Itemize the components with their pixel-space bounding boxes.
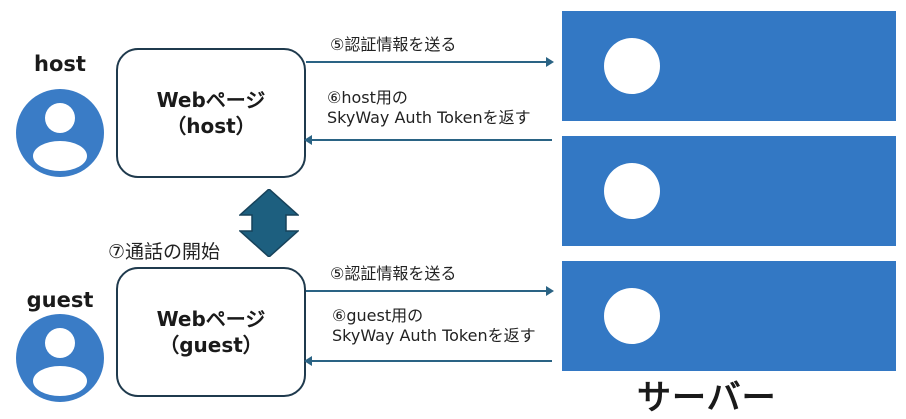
host-label: host	[34, 52, 86, 76]
guest-avatar-icon	[16, 314, 104, 402]
host-return-line1: ⑥host用の	[327, 88, 408, 107]
avatar-body	[33, 366, 87, 396]
server-unit-1	[562, 11, 896, 121]
server-unit-2	[562, 136, 896, 246]
host-return-line2: SkyWay Auth Tokenを返す	[327, 108, 531, 127]
guest-send-arrow	[306, 286, 554, 296]
server-led-icon	[604, 38, 660, 94]
guest-webpage-box: Webページ （guest）	[116, 267, 306, 397]
guest-return-line1: ⑥guest用の	[332, 306, 424, 325]
guest-return-arrow	[304, 356, 552, 366]
host-webpage-box: Webページ （host）	[116, 48, 306, 178]
guest-label: guest	[26, 288, 94, 312]
host-send-arrow	[306, 57, 554, 67]
avatar-head	[45, 328, 75, 358]
guest-webpage-title: Webページ	[156, 307, 266, 331]
guest-webpage-sub: （guest）	[159, 333, 263, 357]
call-start-label: ⑦通話の開始	[108, 241, 221, 263]
host-return-arrow	[304, 135, 552, 145]
server-led-icon	[604, 288, 660, 344]
guest-send-message: ⑤認証情報を送る	[330, 264, 457, 283]
avatar-head	[45, 103, 75, 133]
host-avatar-icon	[16, 89, 104, 177]
server-unit-3	[562, 261, 896, 371]
host-webpage-title: Webページ	[156, 88, 266, 112]
host-send-message: ⑤認証情報を送る	[330, 35, 457, 54]
host-webpage-sub: （host）	[166, 114, 256, 138]
guest-return-message: ⑥guest用の SkyWay Auth Tokenを返す	[332, 306, 536, 346]
server-led-icon	[604, 163, 660, 219]
avatar-body	[33, 141, 87, 171]
guest-return-line2: SkyWay Auth Tokenを返す	[332, 326, 536, 345]
double-arrow-icon	[239, 189, 299, 257]
host-return-message: ⑥host用の SkyWay Auth Tokenを返す	[327, 88, 531, 128]
server-label: サーバー	[637, 378, 777, 418]
